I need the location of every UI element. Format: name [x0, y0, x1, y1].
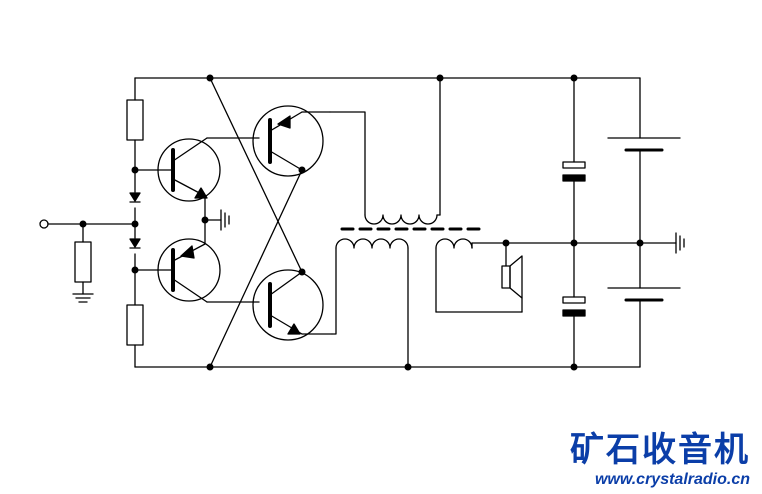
brand-title: 矿石收音机: [570, 430, 750, 470]
input-resistor: [74, 241, 92, 283]
bias-chain: [126, 77, 144, 368]
output-transformer-secondary: [435, 238, 641, 313]
brand-url: www.crystalradio.cn: [594, 471, 750, 488]
output-transistor-pnp: [252, 105, 331, 177]
battery-bottom: [607, 287, 681, 368]
battery-top: [607, 77, 681, 289]
speaker: [501, 242, 523, 313]
capacitor-top: [562, 77, 586, 298]
cross-wire-b: [209, 169, 303, 368]
cross-wire-a: [209, 77, 303, 273]
bias-diode-1: [129, 192, 141, 203]
output-transistor-npn: [252, 269, 333, 341]
bias-resistor-top: [126, 99, 144, 141]
driver-transistor-npn: [134, 137, 221, 202]
driver-ground-icon: [220, 209, 230, 231]
input-ground-icon: [72, 293, 94, 303]
brand-watermark: 矿石收音机 www.crystalradio.cn: [570, 430, 750, 490]
input-terminal: [39, 219, 49, 229]
coupling-winding: [331, 238, 409, 368]
battery-ground-icon: [675, 232, 685, 254]
input-stage: [39, 219, 136, 303]
bias-diode-2: [129, 238, 141, 249]
bias-resistor-bottom: [126, 304, 144, 346]
output-transformer-primary: [329, 77, 441, 225]
junction-dots: [79, 74, 644, 371]
driver-transistor-pnp: [134, 238, 221, 303]
capacitor-bottom: [562, 296, 586, 368]
